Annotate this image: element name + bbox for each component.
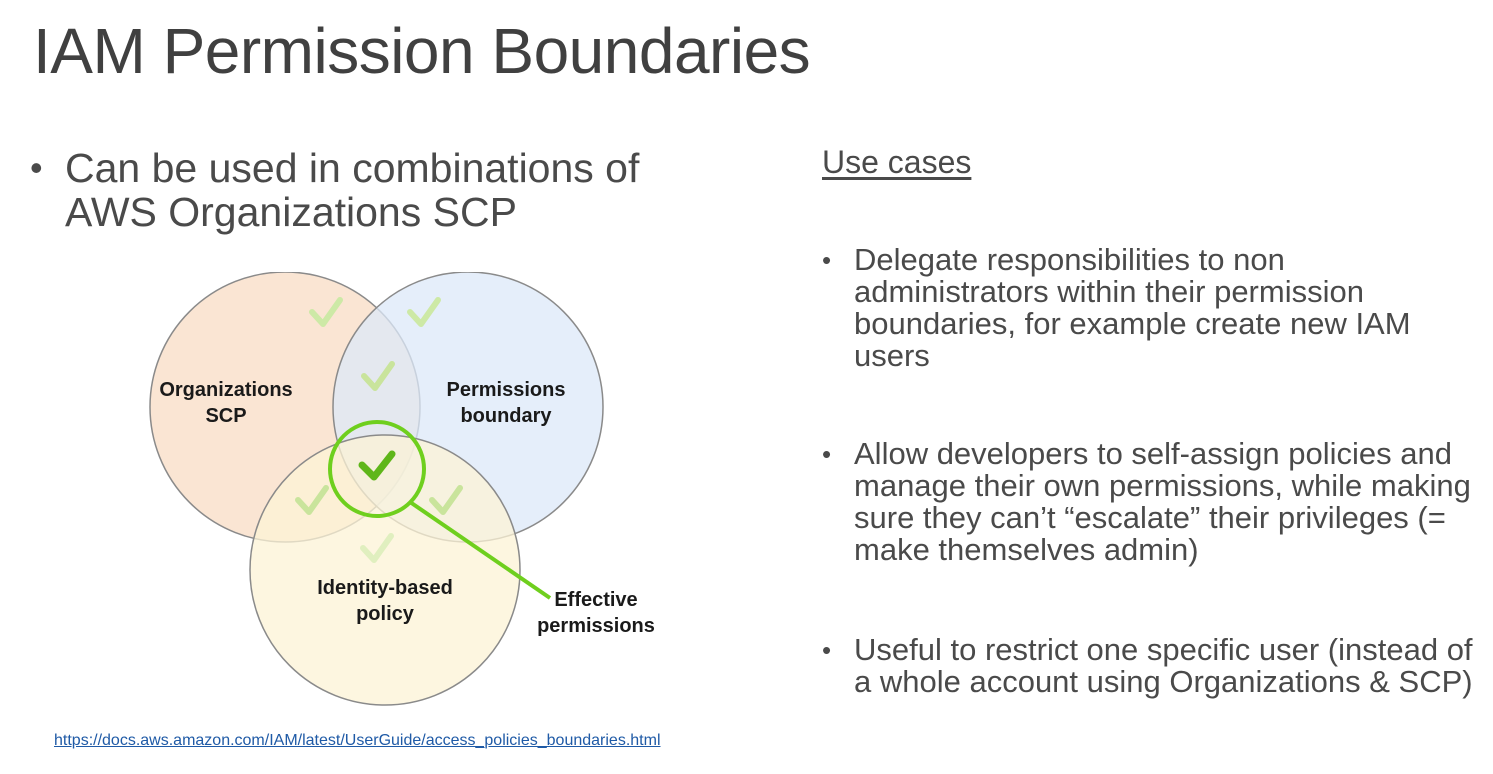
- effective-permissions-highlight: [328, 420, 426, 518]
- label-identity-line2: policy: [356, 603, 415, 625]
- bullet-dot: •: [822, 439, 832, 469]
- bullet-dot: •: [30, 147, 43, 188]
- use-case-text: Delegate responsibilities to non adminis…: [854, 242, 1411, 373]
- check-icon: [361, 361, 395, 391]
- check-icon: [295, 485, 329, 515]
- bullet-text: Can be used in combinations of AWS Organ…: [65, 145, 640, 235]
- use-cases-heading: Use cases: [822, 144, 972, 180]
- use-case-text: Useful to restrict one specific user (in…: [854, 632, 1473, 699]
- check-icon: [407, 297, 441, 327]
- label-effective-line2: permissions: [537, 615, 655, 637]
- check-icon: [429, 485, 463, 515]
- label-permissions-line2: boundary: [460, 405, 552, 427]
- check-icon: [360, 533, 394, 563]
- bullet-dot: •: [822, 635, 832, 665]
- label-organizations-line2: SCP: [205, 405, 246, 427]
- venn-diagram: Organizations SCP Permissions boundary I…: [149, 272, 655, 706]
- use-case-text: Allow developers to self-assign policies…: [854, 436, 1471, 567]
- slide-title: IAM Permission Boundaries: [33, 15, 811, 87]
- check-icon: [358, 450, 396, 481]
- label-organizations-line1: Organizations: [159, 379, 292, 401]
- label-effective-line1: Effective: [554, 589, 637, 611]
- circle-identity-based-policy: [249, 434, 521, 706]
- bullet-dot: •: [822, 245, 832, 275]
- check-icon: [309, 297, 343, 327]
- label-identity-line1: Identity-based: [317, 577, 453, 599]
- callout-line: [408, 500, 552, 600]
- source-link[interactable]: https://docs.aws.amazon.com/IAM/latest/U…: [54, 732, 661, 749]
- label-permissions-line1: Permissions: [447, 379, 566, 401]
